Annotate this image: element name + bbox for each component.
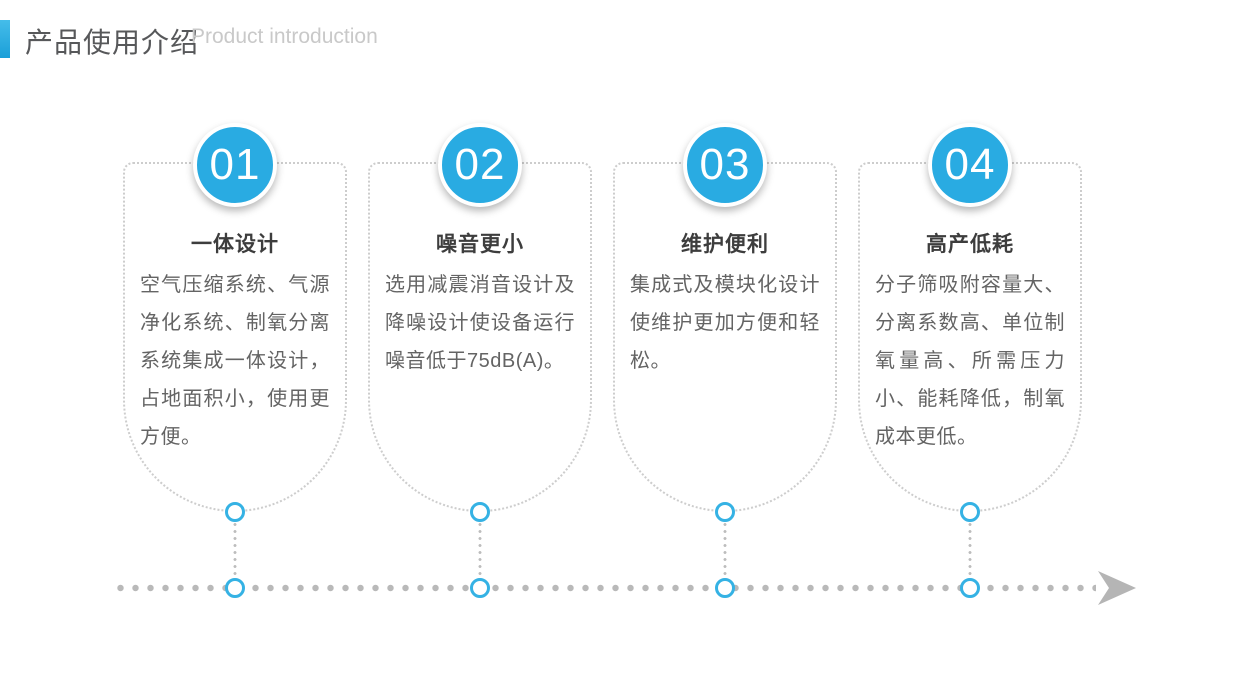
card-title: 高产低耗 [926,233,1014,256]
arrow-right-icon [1098,571,1136,605]
feature-card-4: 04 高产低耗 分子筛吸附容量大、分离系数高、单位制氧量高、所需压力小、能耗降低… [858,123,1082,512]
timeline-node-icon [960,578,980,598]
card-title: 维护便利 [681,233,769,256]
feature-card-3: 03 维护便利 集成式及模块化设计使维护更加方便和轻松。 [613,123,837,512]
timeline-node-icon [225,578,245,598]
card-body: 分子筛吸附容量大、分离系数高、单位制氧量高、所需压力小、能耗降低，制氧成本更低。 [875,274,1065,448]
feature-card-1: 01 一体设计 空气压缩系统、气源净化系统、制氧分离系统集成一体设计，占地面积小… [123,123,347,512]
vertical-connector [723,521,727,579]
page-title: 产品使用介绍 [25,27,200,58]
title-accent-bar [0,20,10,58]
connector-node-icon [225,502,245,522]
card-body: 集成式及模块化设计使维护更加方便和轻松。 [630,274,820,372]
vertical-connector [968,521,972,579]
card-body: 空气压缩系统、气源净化系统、制氧分离系统集成一体设计，占地面积小，使用更方便。 [140,274,330,448]
card-body: 选用减震消音设计及降噪设计使设备运行噪音低于75dB(A)。 [385,274,575,372]
timeline-dotted-line [113,584,1096,592]
step-number: 03 [699,140,751,189]
step-number-badge: 04 [928,123,1012,207]
page-subtitle: Product introduction [191,25,378,48]
connector-node-icon [715,502,735,522]
step-number: 01 [209,140,261,189]
timeline-node-icon [715,578,735,598]
connector-node-icon [960,502,980,522]
step-number-badge: 01 [193,123,277,207]
timeline-node-icon [470,578,490,598]
step-number: 02 [454,140,506,189]
card-title: 一体设计 [191,233,279,256]
vertical-connector [233,521,237,579]
step-number-badge: 03 [683,123,767,207]
vertical-connector [478,521,482,579]
connector-node-icon [470,502,490,522]
card-title: 噪音更小 [436,233,524,256]
step-number-badge: 02 [438,123,522,207]
feature-card-2: 02 噪音更小 选用减震消音设计及降噪设计使设备运行噪音低于75dB(A)。 [368,123,592,512]
step-number: 04 [944,140,996,189]
